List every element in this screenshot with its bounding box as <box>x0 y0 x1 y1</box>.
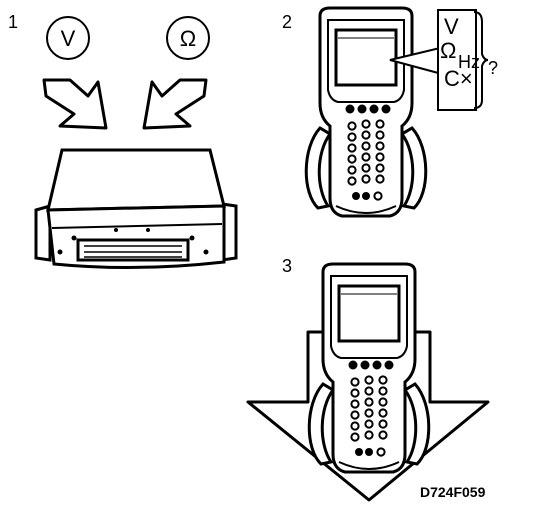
ohmmeter-circle <box>166 16 210 60</box>
ohm-symbol: Ω <box>180 26 196 51</box>
step-3-number: 3 <box>282 256 292 276</box>
callout-cx: C× <box>444 66 473 91</box>
scan-tool-icon <box>304 6 428 218</box>
callout-volt: V <box>444 14 459 39</box>
voltmeter-circle <box>46 16 90 60</box>
callout-hz: Hz <box>458 52 480 72</box>
figure-code: D724F059 <box>420 484 486 500</box>
step-2-number: 2 <box>282 12 292 32</box>
callout-box <box>437 9 477 111</box>
ecu-module-icon <box>34 148 238 270</box>
down-left-arrow-icon <box>142 78 208 130</box>
callout-brace <box>473 11 489 109</box>
down-right-arrow-icon <box>42 78 108 130</box>
callout-question: ? <box>488 58 498 78</box>
step-1-number: 1 <box>8 12 18 32</box>
callout-ohm: Ω <box>440 38 456 63</box>
volt-symbol: V <box>61 26 76 51</box>
